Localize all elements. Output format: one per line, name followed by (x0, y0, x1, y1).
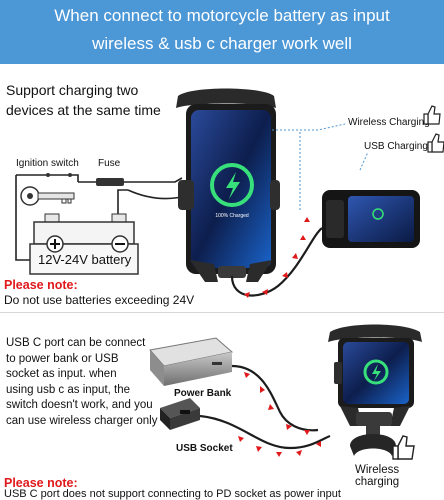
usb-charger-device (322, 190, 420, 248)
paragraph-line: socket as input. when (6, 368, 117, 380)
bottom-note-text: USB C port does not support connecting t… (4, 488, 341, 500)
top-note-text: Do not use batteries exceeding 24V (4, 293, 195, 307)
paragraph-line: to power bank or USB (6, 352, 119, 365)
phone-holder-bottom (328, 324, 422, 456)
flow-arrows-top (244, 217, 310, 298)
title-banner: When connect to motorcycle battery as in… (0, 0, 444, 64)
paragraph-line: using usb c as input, the (6, 383, 131, 396)
section-divider (0, 312, 444, 313)
bottom-cables (199, 364, 331, 450)
paragraph-line: can use wireless charger only (6, 414, 158, 427)
power-bank-icon (149, 337, 234, 386)
paragraph-line: switch doesn't work, and you (6, 399, 153, 411)
paragraph-line: USB C port can be connect (6, 337, 146, 349)
thumbs-up-icon (423, 105, 441, 125)
banner-line-2: wireless & usb c charger work well (92, 34, 352, 53)
phone-holder-top: 100% Charged (176, 88, 280, 282)
callout-lines (272, 123, 369, 210)
flow-arrows-bottom (238, 372, 321, 457)
wireless-charging-label: Wireless Charging (348, 117, 430, 128)
banner-line-1: When connect to motorcycle battery as in… (54, 6, 390, 25)
battery-icon (29, 213, 139, 275)
ignition-switch-label: Ignition switch (16, 158, 79, 169)
usb-socket-label: USB Socket (176, 443, 233, 454)
charging-cables (230, 227, 323, 297)
usb-c-paragraph: USB C port can be connect to power bank … (6, 336, 158, 429)
top-note-title: Please note: (4, 278, 78, 292)
battery-label: 12V-24V battery (38, 252, 132, 267)
bottom-note-title: Please note: (4, 476, 78, 490)
phone-screen-text: 100% Charged (215, 213, 249, 219)
fuse-label: Fuse (98, 158, 121, 169)
support-line-1: Support charging two (6, 82, 139, 98)
support-text: Support charging two devices at the same… (6, 80, 161, 120)
wireless-charging-bottom-label: Wireless charging (355, 464, 400, 488)
power-bank-label: Power Bank (174, 388, 232, 399)
usb-charging-label: USB Charging (364, 141, 428, 152)
ignition-key-icon (20, 186, 75, 206)
thumbs-up-icon-3 (392, 435, 415, 460)
fuse-icon (96, 178, 124, 186)
usb-socket-icon (160, 398, 200, 430)
thumbs-up-icon-2 (427, 133, 444, 153)
support-line-2: devices at the same time (6, 102, 161, 118)
